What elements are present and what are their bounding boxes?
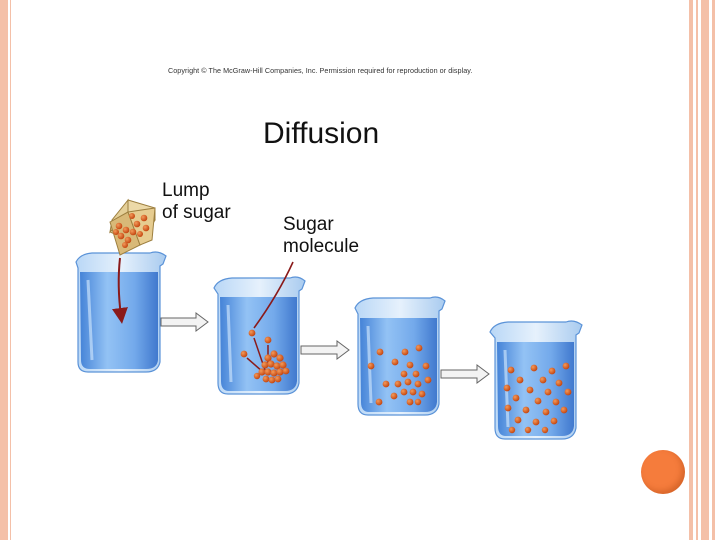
lump-label-line1: Lump — [162, 180, 210, 201]
transition-arrow-2 — [300, 340, 350, 360]
molecule-label-line1: Sugar — [283, 214, 334, 235]
decorative-orange-circle — [641, 450, 685, 494]
beaker-4 — [489, 320, 583, 440]
transition-arrow-1 — [160, 312, 209, 332]
right-frame-stripe-1 — [689, 0, 693, 540]
copyright-notice: Copyright © The McGraw-Hill Companies, I… — [168, 66, 473, 75]
right-frame-stripe-2 — [696, 0, 698, 540]
right-frame-stripe-4 — [712, 0, 715, 540]
molecule-label-line2: molecule — [283, 236, 360, 257]
left-frame-border — [0, 0, 8, 540]
left-frame-line — [10, 0, 11, 540]
beaker-3 — [354, 296, 446, 416]
diagram-title: Diffusion — [263, 117, 380, 150]
beaker-2 — [213, 261, 306, 395]
beaker-1 — [75, 251, 167, 373]
right-frame-stripe-3 — [701, 0, 709, 540]
sugar-molecule-label: Sugar molecule — [283, 214, 359, 258]
lump-label-line2: of sugar — [162, 202, 231, 223]
sugar-cube — [109, 198, 156, 256]
lump-of-sugar-label: Lump of sugar — [162, 180, 231, 224]
transition-arrow-3 — [440, 364, 490, 384]
